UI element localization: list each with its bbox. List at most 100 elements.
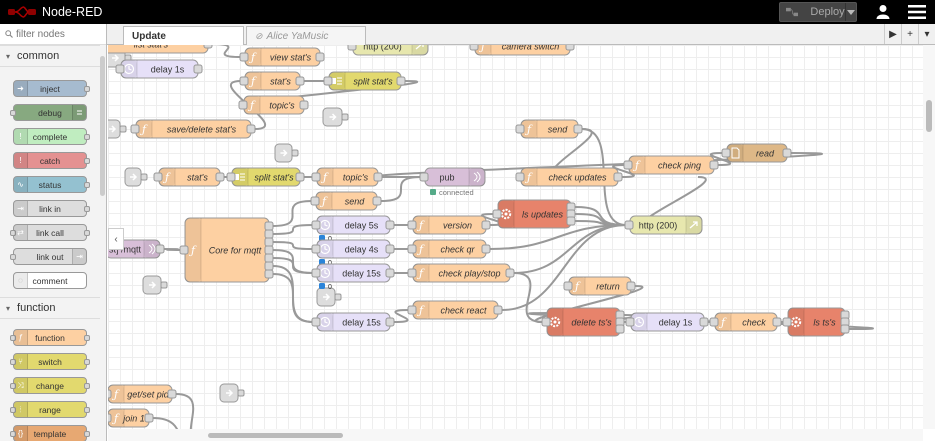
link-node[interactable] [316,287,342,307]
palette-node-inject[interactable]: ➜ inject [13,80,90,97]
flow-wire[interactable] [272,200,313,227]
tab-update[interactable]: Update [123,26,244,46]
link-node[interactable] [108,119,127,139]
list-flows-icon[interactable]: ▾ [918,24,935,44]
deploy-button[interactable]: Deploy [779,2,857,22]
flow-wires [152,45,874,429]
hamburger-menu-icon[interactable] [907,4,927,20]
palette-node-comment[interactable]: ◌ comment [13,272,87,289]
palette-node-range[interactable]: ⦙ range [10,401,90,418]
user-icon[interactable] [874,3,892,21]
palette-node-status[interactable]: ∿ status [13,176,90,193]
flow-node-label: delay 4s [345,245,379,255]
flow-node-label: delay 5s [345,221,379,231]
flow-wire[interactable] [380,176,422,202]
flow-wire[interactable] [393,309,410,323]
palette-node-template[interactable]: {} template [10,425,90,441]
link-node[interactable] [142,275,168,295]
flow-wire[interactable] [534,285,644,323]
flow-node-delay15b[interactable]: delay 15s [311,312,395,332]
flow-node-label: stat's [270,77,291,87]
flow-wire[interactable] [513,272,544,323]
workspace-horizontal-scrollbar[interactable] [108,429,923,441]
svg-text:ƒ: ƒ [416,267,425,280]
link-node[interactable] [124,167,148,187]
flow-node-http200a[interactable]: http (200) [347,45,429,56]
flow-wire[interactable] [272,241,314,250]
flow-wire[interactable] [501,224,627,311]
palette-category-common[interactable]: ▾ common [0,45,100,67]
palette-node-link-call[interactable]: ⇄ link call [10,224,90,241]
flow-node-delay1b[interactable]: delay 1s [625,312,709,332]
flow-node-list[interactable]: ƒlist stat's [108,45,213,54]
palette-category-function[interactable]: ▾ function [0,297,100,319]
flow-node-delay1a[interactable]: delay 1s [115,59,203,79]
flow-node-split1[interactable]: split stat's [323,71,406,91]
collapse-palette-button[interactable]: ‹ [108,228,124,250]
flow-wire[interactable] [211,45,242,58]
scroll-tabs-right-icon[interactable]: ▶ [884,24,901,44]
add-flow-icon[interactable]: + [901,24,918,44]
flow-node-lsupd[interactable]: ls updates [492,199,576,229]
function-icon: ƒ [248,51,257,64]
flow-wire-loop[interactable] [175,393,208,429]
flow-node-label: list stat's [134,45,169,50]
gear-icon [790,316,802,328]
flow-node-delay4[interactable]: delay 4s0 [311,239,395,267]
workspace-vertical-scrollbar[interactable] [923,45,935,429]
flow-wire-loop[interactable] [152,417,208,429]
palette-scrollbar[interactable] [100,56,105,196]
flow-wire[interactable] [272,257,314,274]
flow-node-read[interactable]: read [721,143,792,163]
palette-node-complete[interactable]: ! complete [13,128,90,145]
flow-wire[interactable] [612,164,635,178]
flow-wire[interactable] [489,224,627,250]
palette-node-catch[interactable]: ! catch [13,152,90,169]
link-node[interactable] [274,143,299,163]
palette-node-debug[interactable]: debug ≣ [10,104,87,121]
flow-node-http200b[interactable]: http (200) [624,215,703,235]
flow-node-split2[interactable]: split stat's [226,167,305,187]
palette-node-link-in[interactable]: ⇥ link in [13,200,90,217]
palette-filter-input[interactable] [16,28,101,40]
flow-wire[interactable] [272,273,314,323]
flow-node-delay5[interactable]: delay 5s0 [311,215,395,243]
link-node[interactable] [322,107,349,127]
flow-wire[interactable] [163,248,182,251]
palette-node-label: comment [32,275,68,286]
flow-node-lsts[interactable]: ls ts's [782,307,850,337]
tab-alice-yamusic[interactable]: ⊘ Alice YaMusic [246,26,366,45]
flow-node-deletets[interactable]: delete ts's [541,307,625,337]
deploy-menu-caret-icon[interactable] [844,3,856,21]
link-node[interactable] [219,383,245,403]
svg-text:ƒ: ƒ [139,123,148,136]
palette-node-change[interactable]: ⤨ change [10,377,90,394]
palette-node-function[interactable]: ƒ function [10,329,90,346]
palette-node-switch[interactable]: ⑂ switch [10,353,90,370]
flow-wire[interactable] [272,224,314,235]
palette-node-link-out[interactable]: link out ⇥ [10,248,87,265]
